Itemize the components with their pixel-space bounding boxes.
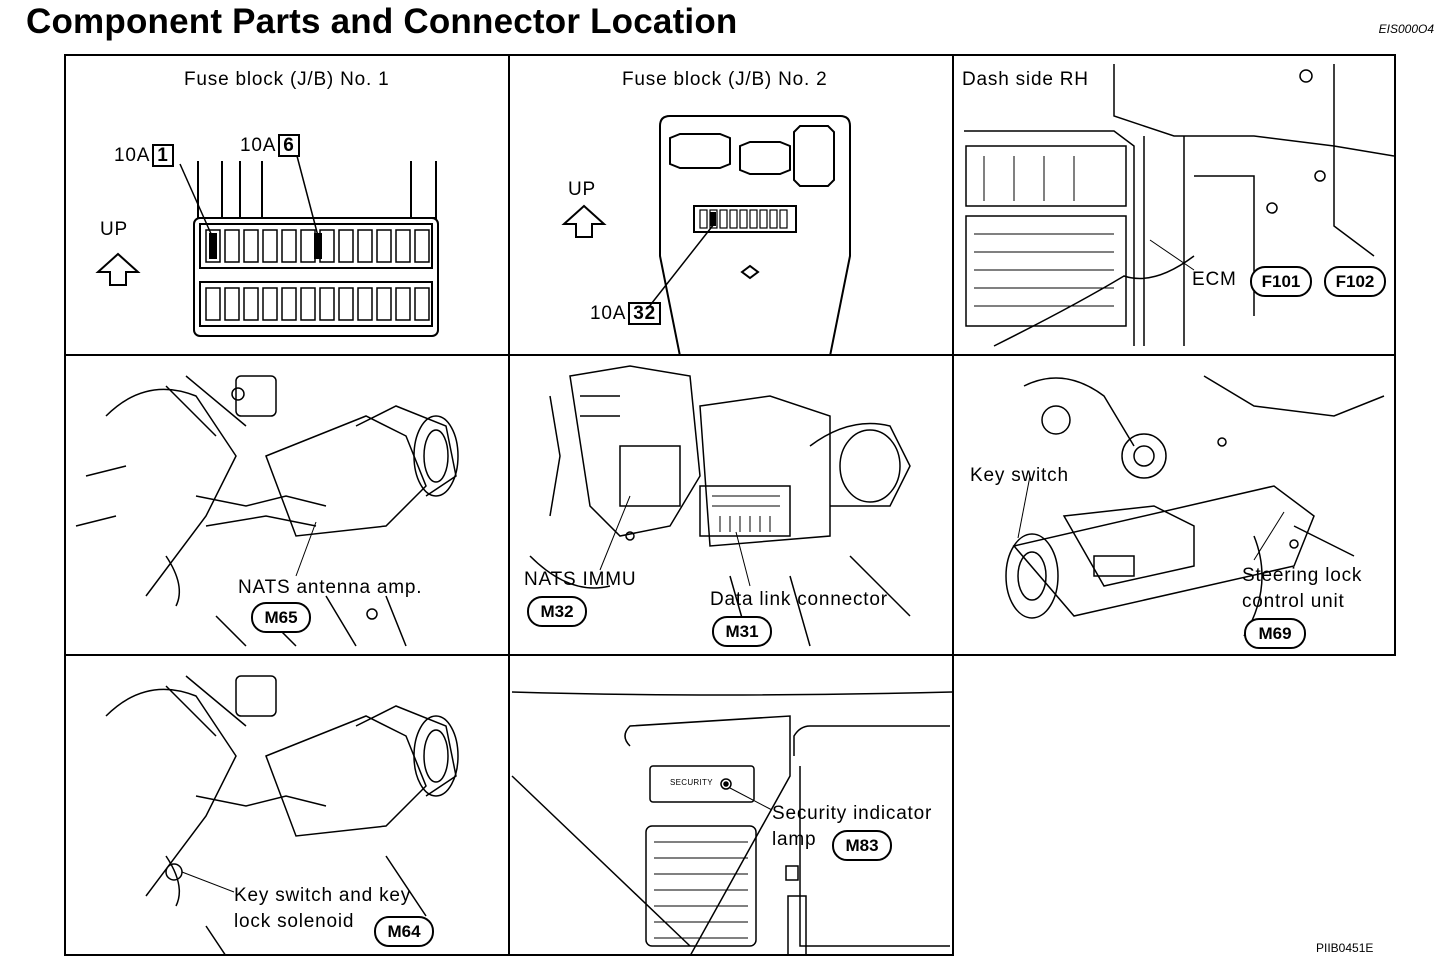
- document-code: EIS000O4: [1378, 22, 1434, 36]
- nats-immu-drawing: [529, 365, 911, 647]
- ecm-label: ECM: [1192, 269, 1237, 290]
- panel-security-lamp: SECURITY Security indicator lamp M83: [508, 654, 954, 956]
- fuse-block-1-title: Fuse block (J/B) No. 1: [184, 69, 390, 90]
- fuse-1-number: 1: [152, 144, 174, 167]
- panel-key-switch: Key switch Steering lock control unit M6…: [952, 354, 1396, 656]
- up-label: UP: [100, 219, 128, 240]
- up-arrow-icon: [561, 204, 607, 238]
- up-arrow-icon: [95, 252, 141, 286]
- key-switch-label: Key switch: [970, 465, 1069, 486]
- fuse-6-number: 6: [278, 134, 300, 157]
- nats-antenna-amp-label: NATS antenna amp.: [238, 577, 423, 598]
- fuse-block-2-title: Fuse block (J/B) No. 2: [622, 69, 828, 90]
- connector-m32: M32: [527, 596, 587, 627]
- page-title: Component Parts and Connector Location: [26, 2, 738, 41]
- connector-f102: F102: [1324, 266, 1386, 297]
- security-badge: SECURITY: [670, 778, 713, 787]
- panel-nats-immu: NATS IMMU M32 Data link connector M31: [508, 354, 954, 656]
- fuse-block-1-drawing: [95, 155, 439, 337]
- panel-key-lock-solenoid: Key switch and key lock solenoid M64: [64, 654, 510, 956]
- connector-m65: M65: [251, 602, 311, 633]
- key-switch-drawing: [1005, 375, 1385, 637]
- nats-immu-label: NATS IMMU: [524, 569, 637, 590]
- key-switch-solenoid-label-2: lock solenoid: [234, 911, 355, 932]
- data-link-connector-label: Data link connector: [710, 589, 888, 610]
- security-lamp-label-2: lamp: [772, 829, 817, 850]
- steering-lock-label-2: control unit: [1242, 591, 1345, 612]
- security-lamp-label-1: Security indicator: [772, 803, 933, 824]
- connector-m83: M83: [832, 830, 892, 861]
- steering-lock-label-1: Steering lock: [1242, 565, 1363, 586]
- key-switch-solenoid-label-1: Key switch and key: [234, 885, 412, 906]
- connector-m31: M31: [712, 616, 772, 647]
- key-lock-solenoid-drawing: [105, 675, 459, 954]
- security-lamp-drawing: [511, 691, 952, 954]
- fuse-block-2-drawing: [561, 115, 851, 354]
- connector-m64: M64: [374, 916, 434, 947]
- dash-side-title: Dash side RH: [962, 69, 1089, 90]
- dash-side-drawing: [964, 64, 1394, 347]
- figure-code: PIIB0451E: [1316, 941, 1374, 955]
- connector-f101: F101: [1250, 266, 1312, 297]
- up-label: UP: [568, 179, 596, 200]
- nats-antenna-drawing: [75, 375, 459, 647]
- panel-nats-antenna-amp: NATS antenna amp. M65: [64, 354, 510, 656]
- connector-m69: M69: [1244, 618, 1306, 649]
- fuse-32-number: 32: [628, 302, 661, 325]
- panel-dash-side-rh: Dash side RH ECM F101 F102: [952, 54, 1396, 356]
